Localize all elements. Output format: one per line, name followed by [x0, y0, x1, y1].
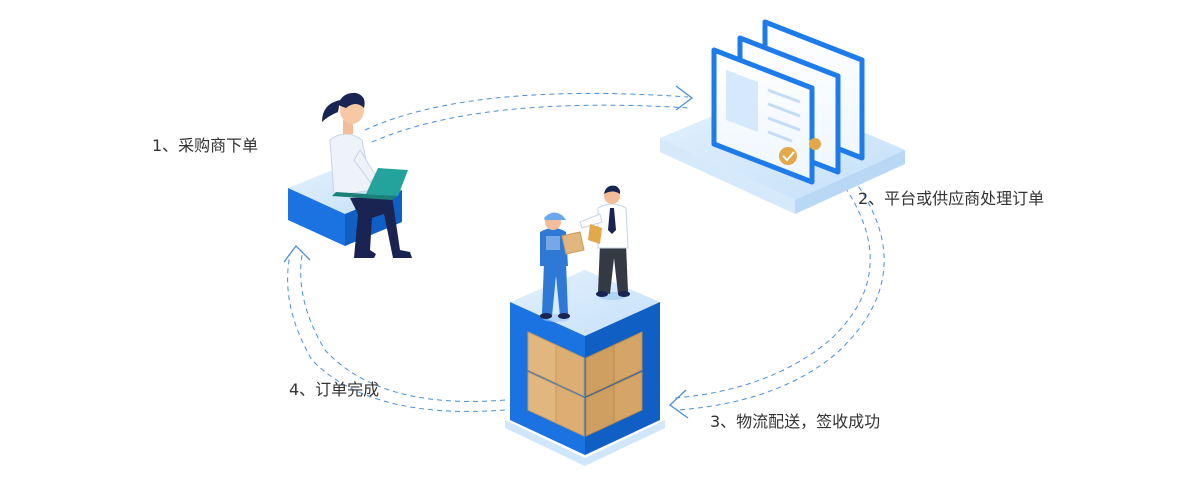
receiver-tie-icon	[608, 208, 616, 234]
documents-illustration	[660, 19, 905, 214]
warehouse-illustration	[505, 270, 665, 466]
cycle-arrows	[287, 92, 885, 412]
receiver-figure	[579, 185, 630, 300]
receiver-hair	[604, 185, 621, 194]
buyer-legs	[350, 196, 412, 258]
step-3-label: 3、物流配送，签收成功	[710, 412, 881, 431]
arrow-step1-to-step2	[364, 92, 689, 131]
buyer-ponytail	[322, 100, 340, 122]
receiver-legs	[598, 244, 628, 294]
doc-front-lines	[767, 88, 801, 143]
step-1-label: 1、采购商下单	[152, 136, 259, 155]
arrowhead-top	[675, 85, 694, 111]
buyer-illustration	[288, 92, 412, 258]
courier-legs	[542, 262, 568, 316]
buyer-neck	[343, 120, 353, 134]
doc-front-image-block	[726, 70, 758, 132]
receiver-arm	[579, 213, 603, 229]
courier-figure	[540, 212, 585, 322]
arrowhead-bottom-right	[668, 389, 689, 419]
docs-platform-left	[660, 138, 795, 214]
seal-check-icon	[782, 151, 795, 162]
box-left-bottom-2	[555, 384, 585, 437]
box-left-top-2	[555, 344, 585, 397]
box-right-top-2	[613, 331, 643, 384]
arrow-heads	[283, 85, 694, 419]
buyer-arm	[353, 149, 377, 183]
step-4-label: 4、订单完成	[289, 380, 380, 399]
arrowhead-left	[283, 245, 311, 263]
warehouse-base-shadow	[505, 420, 665, 466]
buyer-hair	[338, 92, 365, 108]
box-right-bottom-2	[613, 371, 643, 424]
arrow-step2-to-step3	[674, 179, 871, 399]
laptop-screen	[366, 168, 408, 196]
courier-package	[561, 231, 585, 255]
approval-seal-icon	[779, 147, 797, 165]
courier-cap-icon	[544, 212, 566, 220]
courier-body	[540, 228, 568, 266]
step-2-label: 2、平台或供应商处理订单	[858, 189, 1045, 208]
arrow-step4-to-step1-inner	[287, 254, 506, 412]
middle-seal-icon	[809, 138, 821, 150]
arrow-step4-to-step1	[300, 254, 506, 402]
clipboard-icon	[588, 224, 602, 244]
arrow-step1-to-step2-inner	[371, 104, 691, 143]
docs-platform-right	[795, 150, 905, 214]
laptop-base	[332, 192, 398, 200]
seat-left	[288, 188, 345, 246]
arrow-step2-to-step3-inner	[677, 171, 885, 411]
